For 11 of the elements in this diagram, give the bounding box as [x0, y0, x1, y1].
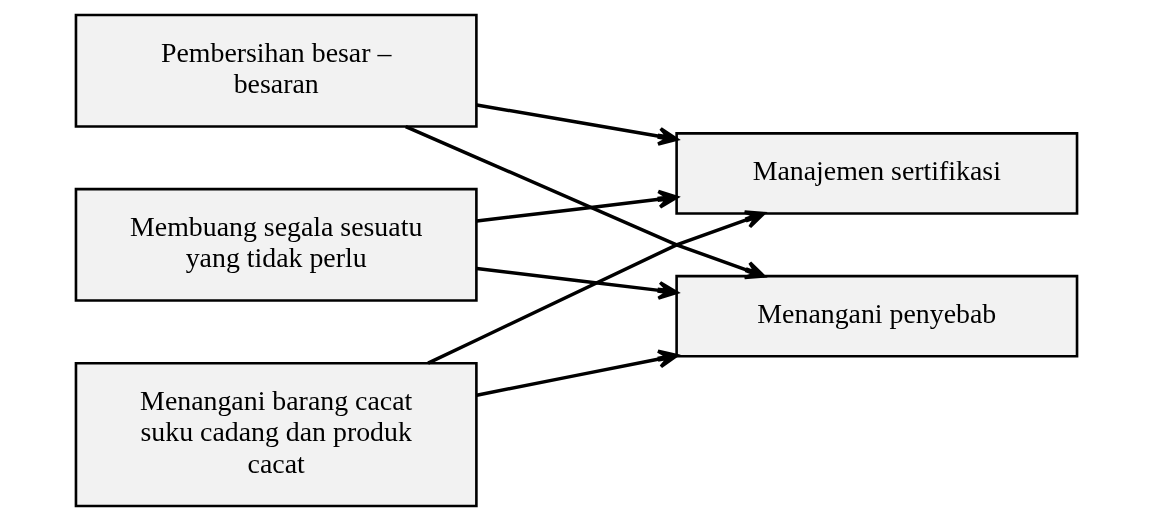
arrow — [475, 349, 678, 397]
arrow — [476, 266, 678, 300]
node-box: Manajemen sertifikasi — [674, 132, 1078, 215]
arrow — [404, 124, 765, 280]
node-box: Menangani penyebab — [674, 274, 1078, 358]
arrow — [426, 210, 765, 365]
arrow — [475, 103, 678, 146]
node-box: Pembersihan besar – besaran — [74, 13, 478, 128]
node-box: Membuang segala sesuatu yang tidak perlu — [74, 187, 478, 302]
arrow — [476, 189, 678, 223]
node-box: Menangani barang cacat suku cadang dan produk cacat — [74, 361, 478, 508]
